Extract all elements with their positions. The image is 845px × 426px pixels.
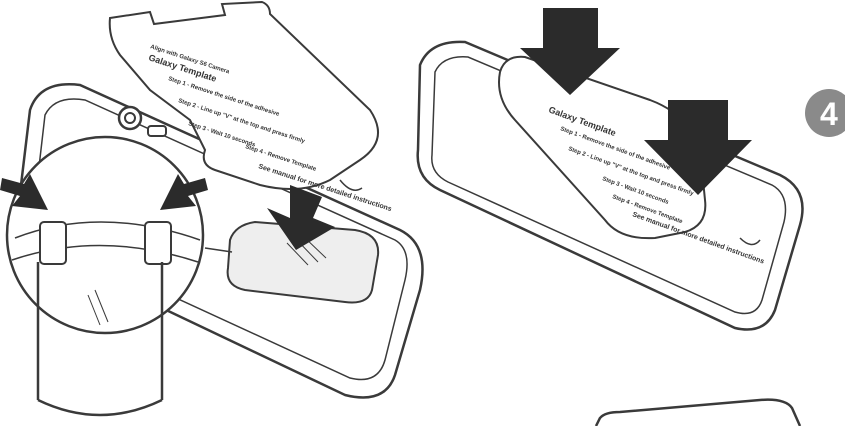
step-number-badge: 4 <box>805 89 845 137</box>
left-panel: Align with Galaxy S6 Camera Galaxy Templ… <box>0 2 423 415</box>
step-number: 4 <box>820 96 838 132</box>
right-panel: Galaxy Template Step 1 - Remove the side… <box>418 8 845 426</box>
next-phone-corner <box>596 400 800 426</box>
